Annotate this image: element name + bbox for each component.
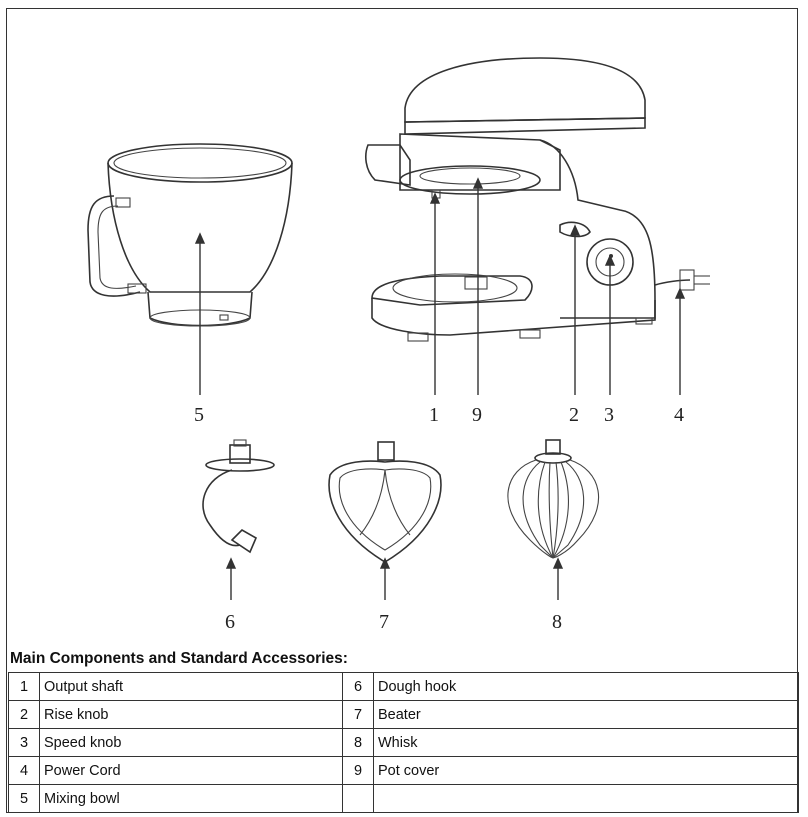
part-name: Whisk — [373, 728, 799, 757]
part-number: 4 — [8, 756, 40, 785]
components-table: 1 Output shaft 6 Dough hook 2 Rise knob … — [8, 672, 799, 813]
callout-9: 9 — [472, 404, 482, 426]
page-frame — [6, 8, 798, 813]
part-number: 3 — [8, 728, 40, 757]
table-row: 3 Speed knob 8 Whisk — [8, 728, 799, 757]
callout-6: 6 — [225, 611, 235, 633]
part-name: Dough hook — [373, 672, 799, 701]
part-number: 5 — [8, 784, 40, 813]
leader-lines — [194, 177, 686, 600]
part-name: Pot cover — [373, 756, 799, 785]
part-name: Mixing bowl — [39, 784, 343, 813]
table-title: Main Components and Standard Accessories… — [10, 650, 348, 667]
callout-7: 7 — [379, 611, 389, 633]
part-number: 9 — [342, 756, 374, 785]
part-number: 6 — [342, 672, 374, 701]
part-number — [342, 784, 374, 813]
part-number: 1 — [8, 672, 40, 701]
table-row: 2 Rise knob 7 Beater — [8, 700, 799, 729]
part-name: Beater — [373, 700, 799, 729]
part-number: 2 — [8, 700, 40, 729]
part-name: Output shaft — [39, 672, 343, 701]
part-number: 7 — [342, 700, 374, 729]
dough-hook-drawing — [202, 439, 275, 554]
callout-8: 8 — [552, 611, 562, 633]
stand-mixer-drawing — [365, 57, 710, 342]
part-name: Speed knob — [39, 728, 343, 757]
part-name: Rise knob — [39, 700, 343, 729]
callout-2: 2 — [569, 404, 579, 426]
part-name: Power Cord — [39, 756, 343, 785]
callout-4: 4 — [674, 404, 684, 426]
table-row: 1 Output shaft 6 Dough hook — [8, 672, 799, 701]
table-row: 5 Mixing bowl — [8, 784, 799, 813]
mixing-bowl-drawing — [87, 143, 293, 327]
part-name — [373, 784, 799, 813]
callout-5: 5 — [194, 404, 204, 426]
callout-3: 3 — [604, 404, 614, 426]
beater-drawing — [328, 441, 442, 563]
callout-1: 1 — [429, 404, 439, 426]
mixer-diagram: 5 1 9 2 3 4 6 7 8 — [87, 57, 710, 633]
whisk-drawing — [507, 439, 600, 559]
table-row: 4 Power Cord 9 Pot cover — [8, 756, 799, 785]
part-number: 8 — [342, 728, 374, 757]
